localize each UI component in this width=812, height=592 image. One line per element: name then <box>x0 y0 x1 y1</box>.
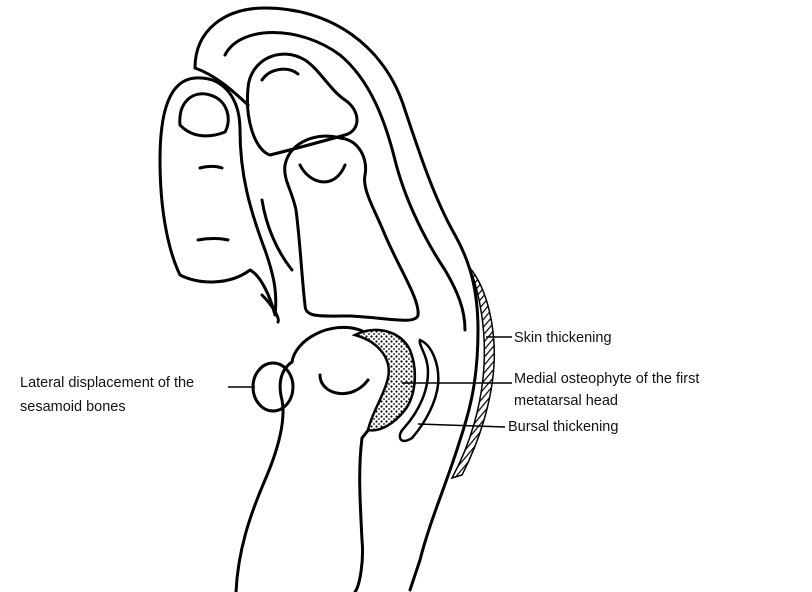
sesamoid <box>253 363 293 411</box>
second-toe-crease-3 <box>262 200 292 270</box>
first-metatarsal-lateral <box>236 362 292 592</box>
label-sesamoid-line1: Lateral displacement of the <box>20 372 194 394</box>
distal-phalanx-notch <box>262 69 298 80</box>
metatarsal-head-notch <box>320 375 368 394</box>
label-bursal-thickening: Bursal thickening <box>508 416 618 438</box>
medial-osteophyte <box>355 330 415 430</box>
second-toe <box>160 78 276 315</box>
label-sesamoid-line2: sesamoid bones <box>20 396 126 418</box>
second-toe-crease-1 <box>200 167 222 169</box>
label-medial-osteophyte-line2: metatarsal head <box>514 390 618 412</box>
leader-bursa <box>418 424 505 427</box>
first-metatarsal <box>292 327 392 592</box>
second-toe-crease-2 <box>198 239 228 241</box>
second-toe-nail <box>180 94 228 136</box>
label-medial-osteophyte-line1: Medial osteophyte of the first <box>514 368 699 390</box>
distal-phalanx <box>247 54 357 155</box>
proximal-phalanx-base-curve <box>300 165 345 182</box>
label-skin-thickening: Skin thickening <box>514 327 612 349</box>
proximal-phalanx <box>285 136 418 320</box>
